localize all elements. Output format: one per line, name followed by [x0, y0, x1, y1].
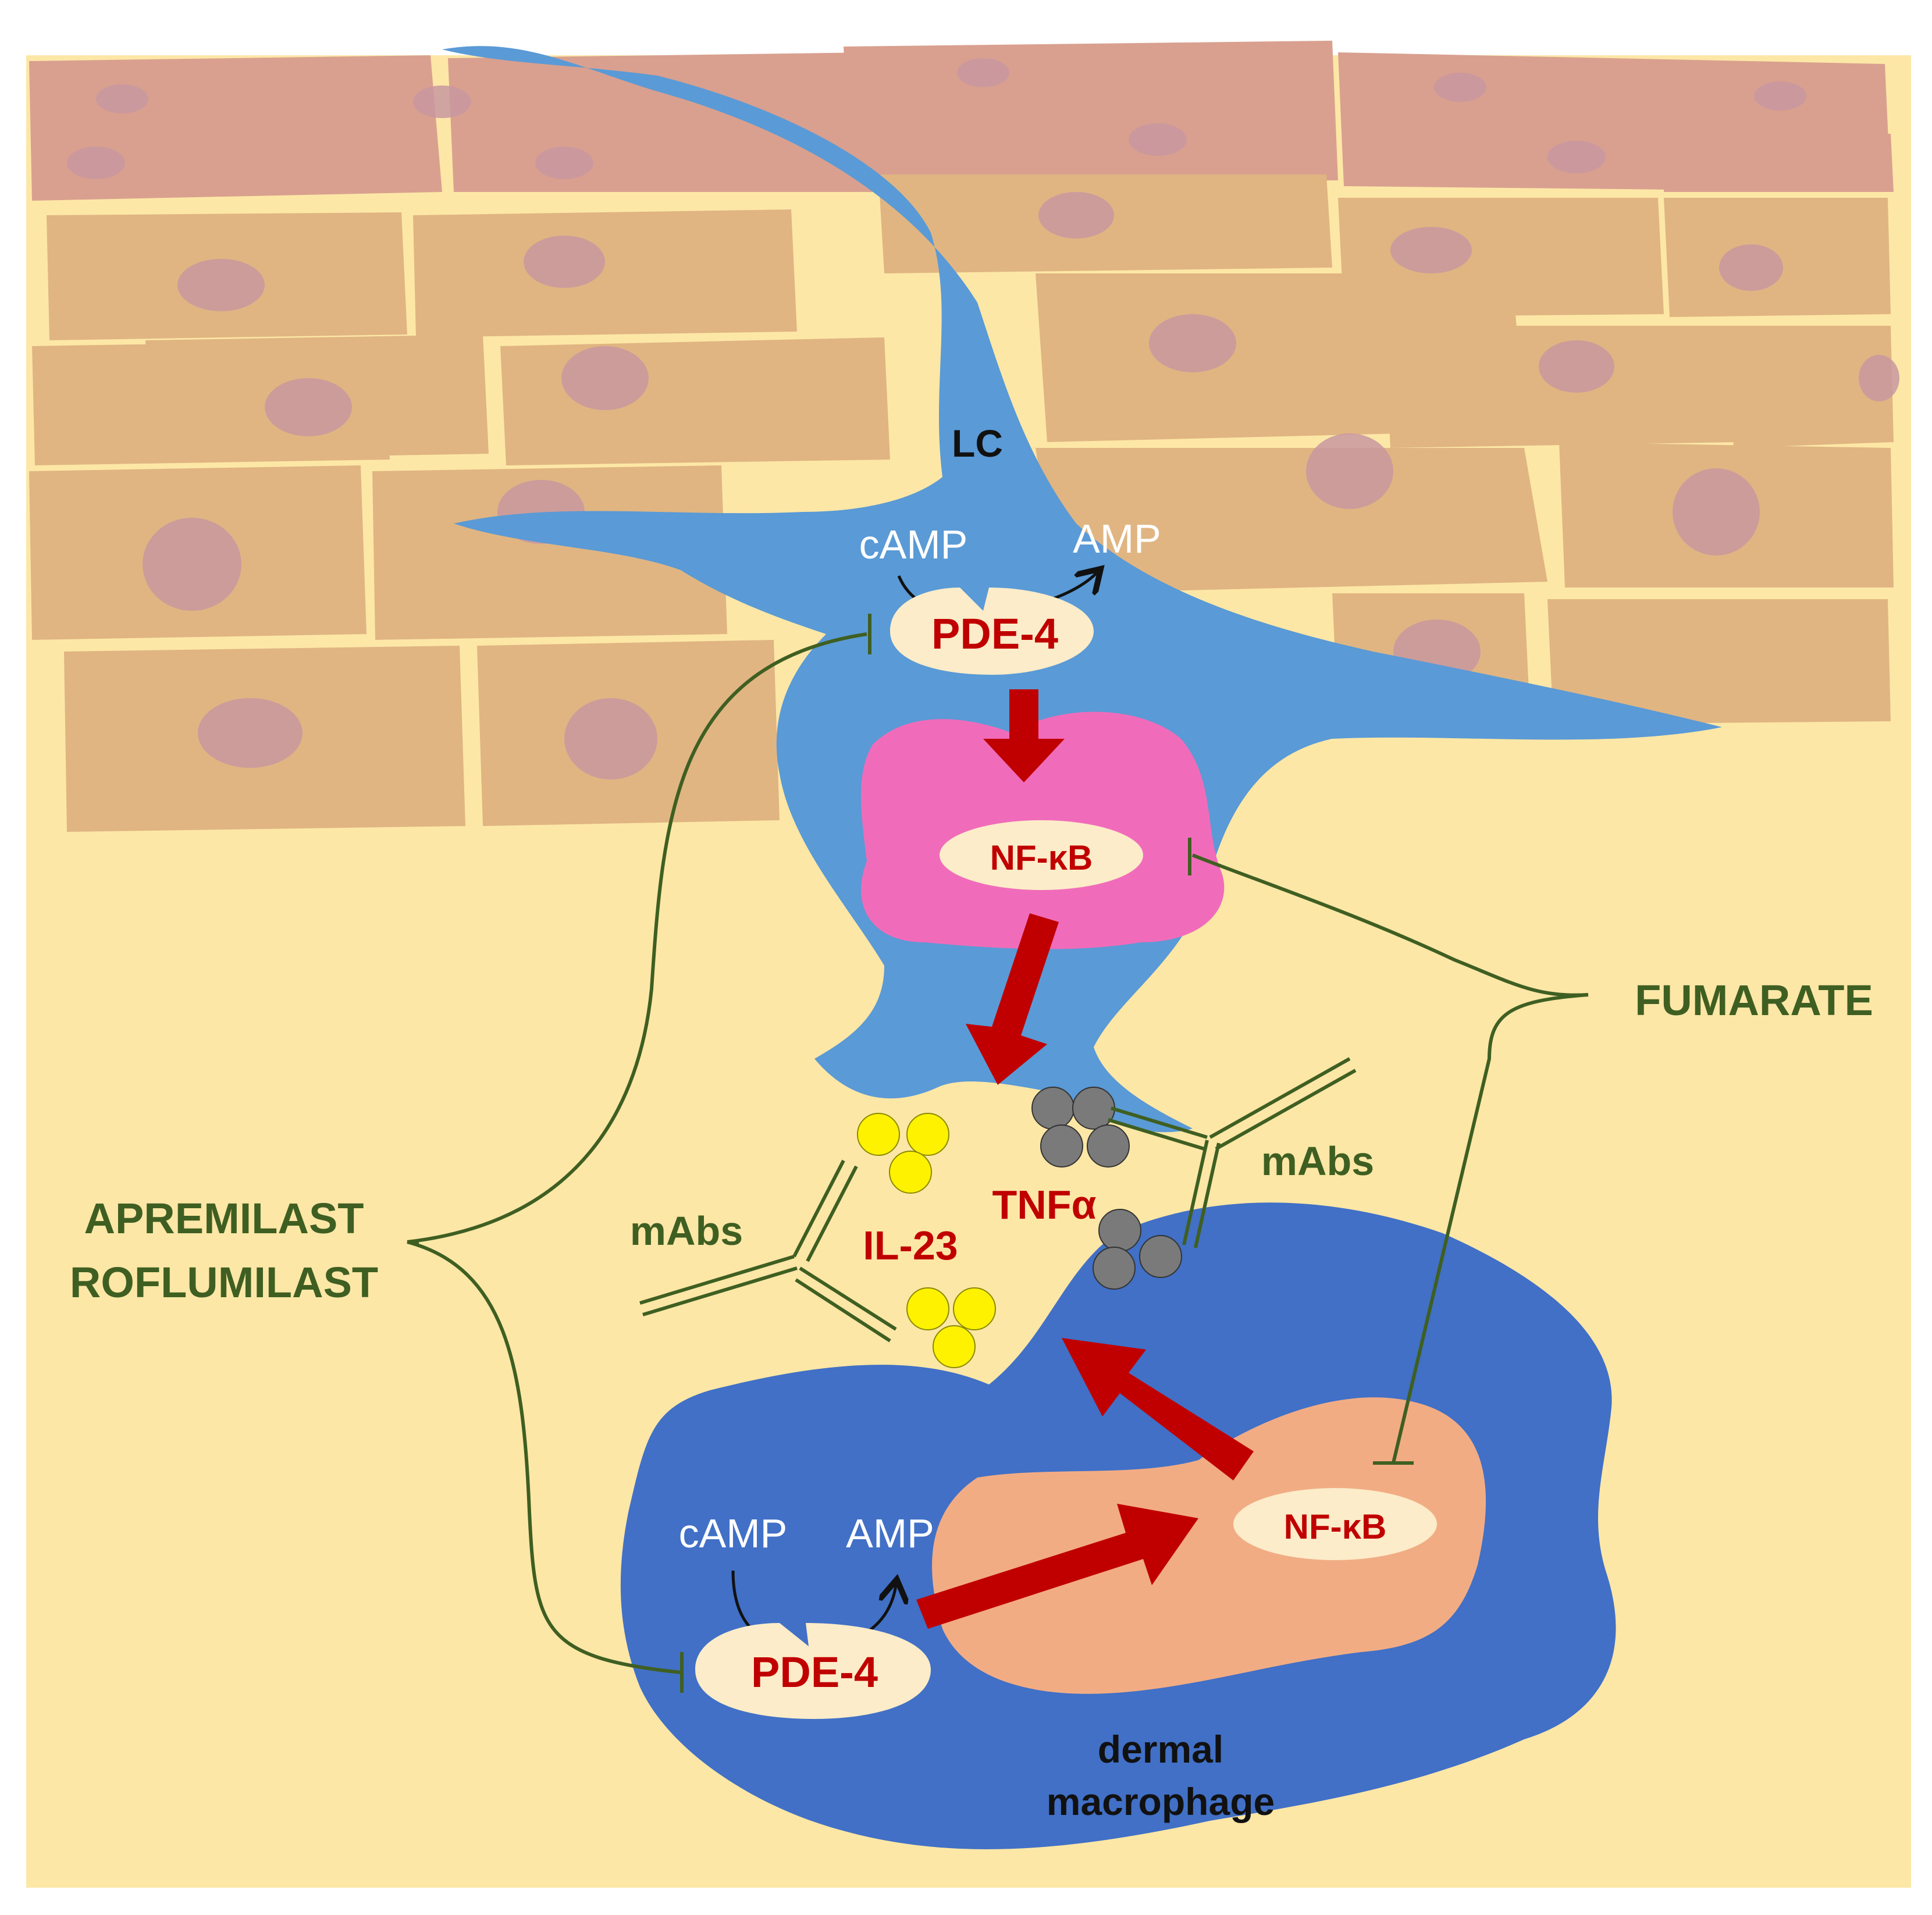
langerhans-cell-label: LC [952, 422, 1003, 465]
macrophage-nfkb-ellipse [1233, 1488, 1437, 1560]
macrophage-label-line2: macrophage [1047, 1780, 1275, 1823]
activation-arrows [916, 689, 1254, 1629]
fumarate-label: FUMARATE [1635, 976, 1873, 1024]
lc-pde4-to-nfkb-arrow [983, 689, 1065, 782]
tnfa-label: TNFα [992, 1182, 1096, 1227]
lc-camp-label: cAMP [859, 522, 968, 567]
left-antibody [639, 1159, 897, 1343]
fumarate-inhibition-to-macrophage-nfkb [1392, 993, 1589, 1464]
apremilast-inhibition-to-macrophage-pde4 [407, 1240, 681, 1674]
left-mabs-label: mAbs [630, 1208, 743, 1254]
macrophage-nfkb-to-cytokine-arrow [1062, 1338, 1254, 1480]
lc-nfkb-ellipse [940, 820, 1143, 890]
right-mabs-label: mAbs [1261, 1138, 1374, 1184]
il23-label: IL-23 [863, 1223, 958, 1268]
keratinocyte-nuclei-lower [143, 192, 1899, 779]
tnfa-particles [1031, 1087, 1182, 1290]
macrophage-label-line1: dermal [1098, 1728, 1223, 1771]
lc-pde4-label: PDE-4 [931, 610, 1058, 658]
lc-nfkb-to-cytokine-arrow [966, 913, 1059, 1085]
epidermis [29, 41, 1899, 832]
keratinocyte-nuclei-top [67, 58, 1806, 179]
lc-pde4-enzyme [890, 588, 1094, 675]
il23-particles [857, 1113, 996, 1368]
lc-amp-label: AMP [1073, 516, 1161, 561]
macrophage-nfkb-label: NF-κB [1284, 1507, 1387, 1546]
macrophage-pde4-to-nfkb-arrow [916, 1504, 1198, 1629]
apremilast-inhibition-to-lc-pde4 [407, 632, 867, 1244]
lc-nfkb-label: NF-κB [990, 838, 1093, 877]
right-antibody [1108, 1057, 1357, 1248]
roflumilast-label: ROFLUMILAST [70, 1258, 378, 1307]
macrophage-pde4-label: PDE-4 [751, 1648, 878, 1696]
fumarate-inhibition-lines [1188, 838, 1589, 1465]
apremilast-label: APREMILAST [84, 1194, 364, 1243]
macrophage-camp-label: cAMP [679, 1511, 788, 1556]
pde4-inhibition-lines [407, 614, 871, 1693]
fumarate-inhibition-to-lc-nfkb [1191, 853, 1589, 997]
macrophage-nucleus [932, 1397, 1486, 1694]
macrophage-amp-label: AMP [846, 1511, 934, 1556]
macrophage-pde4-enzyme [695, 1623, 931, 1719]
